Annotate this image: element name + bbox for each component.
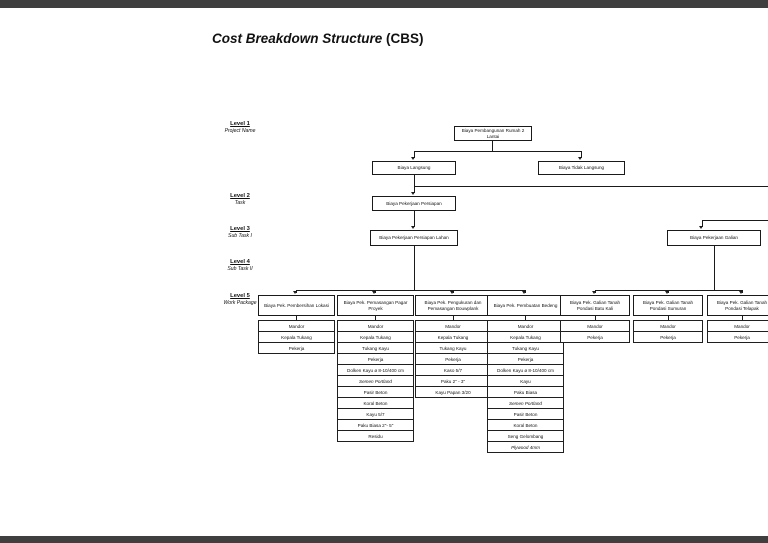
- connector-langsung-down: [414, 175, 415, 193]
- node-wp-pagar-proyek: Biaya Pek. Pemasangan Pagar Proyek: [337, 295, 414, 316]
- item-stack-wp2: Mandor Kepala Tukang Tukang Kayu Pekerja…: [337, 320, 414, 442]
- connector-branch-top: [414, 151, 582, 152]
- level-label-2: Level 2 Task: [208, 193, 272, 207]
- level-name: Level 4: [230, 259, 250, 265]
- connector-stub-wp2: [375, 316, 376, 320]
- item-stack-wp7: Mandor Pekerja: [707, 320, 768, 343]
- cost-item: Kayu 5/7: [337, 408, 414, 420]
- arrowhead: [665, 291, 669, 294]
- connector-drop-langsung: [414, 151, 415, 158]
- viewer-top-bar: [0, 0, 768, 8]
- cost-item: Kayu Papan 3/20: [415, 386, 491, 398]
- item-stack-wp1: Mandor Kepala Tukang Pekerja: [258, 320, 335, 354]
- level-label-5: Level 5 Work Package: [208, 293, 272, 307]
- page-title-main: Cost Breakdown Structure: [212, 31, 383, 46]
- arrowhead: [411, 157, 415, 160]
- node-wp-bedeng: Biaya Pek. Pembuatan Bedeng: [487, 295, 564, 316]
- item-stack-wp5: Mandor Pekerja: [560, 320, 630, 343]
- cost-item: Pekerja: [707, 331, 768, 343]
- cost-item: Residu: [337, 430, 414, 442]
- level-desc: Project Name: [224, 128, 256, 135]
- level-name: Level 1: [230, 121, 250, 127]
- page-title: Cost Breakdown Structure (CBS): [212, 31, 424, 46]
- connector-drop-tidak-langsung: [581, 151, 582, 158]
- connector-stub-wp4: [525, 316, 526, 320]
- node-biaya-tidak-langsung: Biaya Tidak Langsung: [538, 161, 625, 175]
- arrowhead: [699, 226, 703, 229]
- cost-item: Pekerja: [560, 331, 630, 343]
- arrowhead: [739, 291, 743, 294]
- node-pekerjaan-persiapan: Biaya Pekerjaan Persiapan: [372, 196, 456, 211]
- connector-persiapan-down: [414, 211, 415, 227]
- viewer-bottom-bar: [0, 536, 768, 543]
- arrowhead: [450, 291, 454, 294]
- page-title-suffix: (CBS): [382, 31, 424, 46]
- connector-root-down: [492, 141, 493, 151]
- item-stack-wp4: Mandor Kepala Tukang Tukang Kayu Pekerja…: [487, 320, 564, 453]
- node-wp-bouwplank: Biaya Pek. Pengukuran dan Pemasangan Bou…: [415, 295, 491, 316]
- connector-galian-down: [714, 246, 715, 290]
- arrowhead: [372, 291, 376, 294]
- connector-lahan-down: [414, 246, 415, 290]
- connector-stub-wp5: [595, 316, 596, 320]
- arrowhead: [293, 291, 297, 294]
- connector-stub-wp1: [296, 316, 297, 320]
- arrowhead: [592, 291, 596, 294]
- arrowhead: [411, 192, 415, 195]
- node-wp-pembersihan-lokasi: Biaya Pek. Pembersihan Lokasi: [258, 295, 335, 316]
- level-name: Level 5: [230, 293, 250, 299]
- node-persiapan-lahan: Biaya Pekerjaan Persiapan Lahan: [370, 230, 458, 246]
- node-root-project: Biaya Pembangunan Rumah 2 Lantai: [454, 126, 532, 141]
- item-stack-wp3: Mandor Kepala Tukang Tukang Kayu Pekerja…: [415, 320, 491, 398]
- arrowhead: [411, 226, 415, 229]
- item-stack-wp6: Mandor Pekerja: [633, 320, 703, 343]
- cost-item: Plywood 4mm: [487, 441, 564, 453]
- node-wp-galian-batu-kali: Biaya Pek. Galian Tanah Pondasi Batu Kal…: [560, 295, 630, 316]
- node-pekerjaan-galian: Biaya Pekerjaan Galian: [667, 230, 761, 246]
- connector-langsung-right-rail: [414, 186, 768, 187]
- level-name: Level 3: [230, 226, 250, 232]
- level-desc: Work Package: [223, 300, 257, 307]
- level-desc: Sub Task I: [228, 233, 252, 240]
- connector-stub-wp6: [668, 316, 669, 320]
- connector-drop-galian: [702, 220, 703, 227]
- node-biaya-langsung: Biaya Langsung: [372, 161, 456, 175]
- node-wp-galian-telapak: Biaya Pek. Galian Tanah Pondasi Telapak: [707, 295, 768, 316]
- level-desc: Task: [234, 200, 246, 207]
- level-label-3: Level 3 Sub Task I: [208, 226, 272, 240]
- connector-stub-wp3: [453, 316, 454, 320]
- level-name: Level 2: [230, 193, 250, 199]
- cost-item: Pekerja: [258, 342, 335, 354]
- connector-galian-rail: [702, 220, 768, 221]
- connector-wp-left-rail: [296, 290, 526, 291]
- level-label-4: Level 4 Sub Task II: [208, 259, 272, 273]
- cost-item: Semen Portland: [487, 397, 564, 409]
- level-label-1: Level 1 Project Name: [208, 121, 272, 135]
- arrowhead: [578, 157, 582, 160]
- arrowhead: [522, 291, 526, 294]
- level-desc: Sub Task II: [227, 266, 253, 273]
- connector-stub-wp7: [742, 316, 743, 320]
- node-wp-galian-sumuran: Biaya Pek. Galian Tanah Pondasi Sumuran: [633, 295, 703, 316]
- cost-item: Pekerja: [633, 331, 703, 343]
